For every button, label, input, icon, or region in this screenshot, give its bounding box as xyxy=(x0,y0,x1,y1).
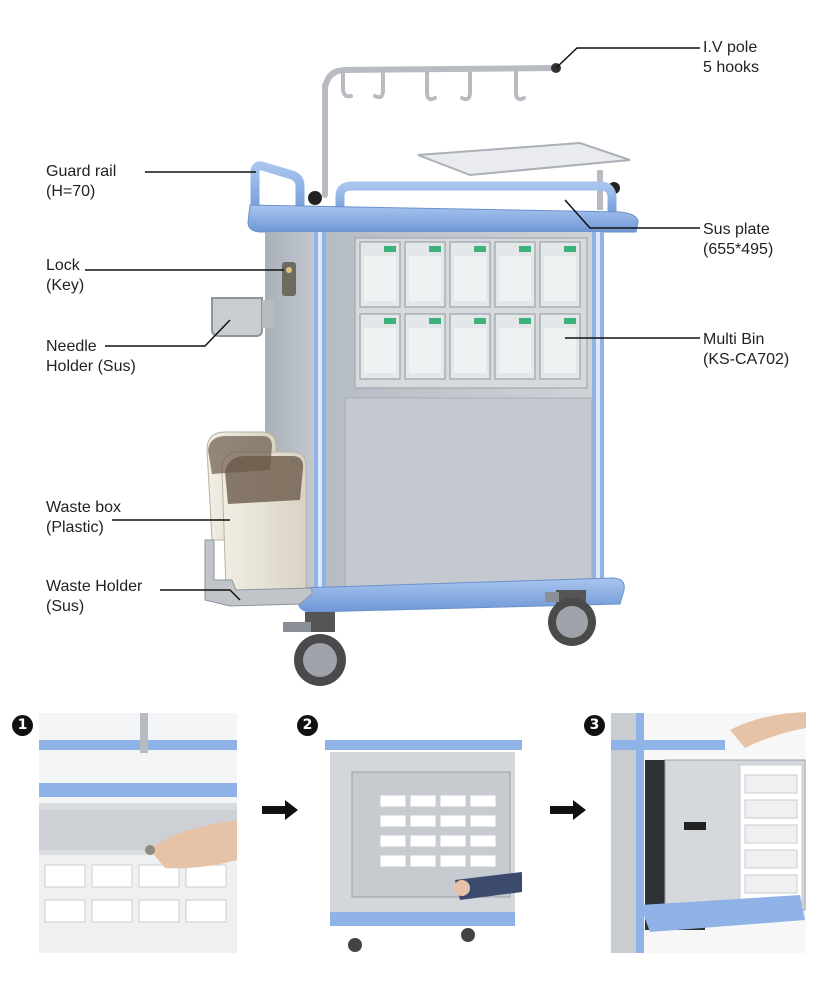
callout-needle-holder-line2: Holder (Sus) xyxy=(46,358,136,375)
callout-sus-plate-line2: (655*495) xyxy=(703,241,774,258)
callout-waste-holder-line1: Waste Holder xyxy=(46,578,143,595)
callout-iv-pole-line1: I.V pole xyxy=(703,39,758,56)
bin-label-tag xyxy=(564,318,576,324)
arrow-right-icon xyxy=(550,800,586,820)
step-badge-1: 1 xyxy=(12,715,33,736)
callout-sus-plate-line1: Sus plate xyxy=(703,221,770,238)
callout-multi-bin-line2: (KS-CA702) xyxy=(703,351,790,368)
step-badge-2: 2 xyxy=(297,715,318,736)
callout-lock-line2: (Key) xyxy=(46,277,85,294)
bin-window xyxy=(544,256,576,301)
waste-box xyxy=(206,431,307,591)
bin-window xyxy=(409,328,441,373)
bin-window xyxy=(454,256,486,301)
callout-guard-rail-line2: (H=70) xyxy=(46,183,96,200)
pole-knob xyxy=(308,191,322,205)
callout-multi-bin-line1: Multi Bin xyxy=(703,331,765,348)
caster-wheels xyxy=(283,590,596,686)
bin-label-tag xyxy=(384,246,396,252)
bin-window xyxy=(499,328,531,373)
bin-label-tag xyxy=(384,318,396,324)
arrow-right-icon xyxy=(262,800,298,820)
step1-photo xyxy=(39,713,237,953)
sus-plate xyxy=(417,141,631,177)
step-badge-3: 3 xyxy=(584,715,605,736)
bin-window xyxy=(499,256,531,301)
callout-guard-rail: Guard rail (H=70) xyxy=(46,162,116,202)
bin-label-tag xyxy=(474,246,486,252)
step3-photo xyxy=(611,712,806,953)
bin-label-tag xyxy=(474,318,486,324)
bin-label-tag xyxy=(519,246,531,252)
bin-window xyxy=(364,328,396,373)
callout-needle-holder: Needle Holder (Sus) xyxy=(46,337,136,377)
callout-waste-box-line1: Waste box xyxy=(46,499,121,516)
bin-label-tag xyxy=(519,318,531,324)
callout-waste-box: Waste box (Plastic) xyxy=(46,498,121,538)
callout-iv-pole: I.V pole 5 hooks xyxy=(703,38,759,78)
callout-lines xyxy=(85,47,700,601)
waste-holder xyxy=(204,539,313,607)
callout-iv-pole-line2: 5 hooks xyxy=(703,59,760,76)
callout-guard-rail-line1: Guard rail xyxy=(46,163,117,180)
callout-multi-bin: Multi Bin (KS-CA702) xyxy=(703,330,789,370)
bin-window xyxy=(364,256,396,301)
lock-icon xyxy=(282,262,296,296)
bin-window xyxy=(409,256,441,301)
bin-label-tag xyxy=(429,246,441,252)
callout-lock: Lock (Key) xyxy=(46,256,84,296)
callout-needle-holder-line1: Needle xyxy=(46,338,97,355)
step2-photo xyxy=(325,713,522,953)
bin-label-tag xyxy=(429,318,441,324)
callout-waste-box-line2: (Plastic) xyxy=(46,519,104,536)
bin-window xyxy=(544,328,576,373)
callout-lock-line1: Lock xyxy=(46,257,80,274)
callout-waste-holder-line2: (Sus) xyxy=(46,598,85,615)
lower-door xyxy=(344,397,593,589)
guard-rail xyxy=(250,161,617,215)
top-tray xyxy=(247,204,639,233)
iv-pole xyxy=(322,65,558,198)
bin-window xyxy=(454,328,486,373)
callout-sus-plate: Sus plate (655*495) xyxy=(703,220,773,260)
callout-waste-holder: Waste Holder (Sus) xyxy=(46,577,142,617)
cart-base xyxy=(297,577,625,613)
bin-label-tag xyxy=(564,246,576,252)
